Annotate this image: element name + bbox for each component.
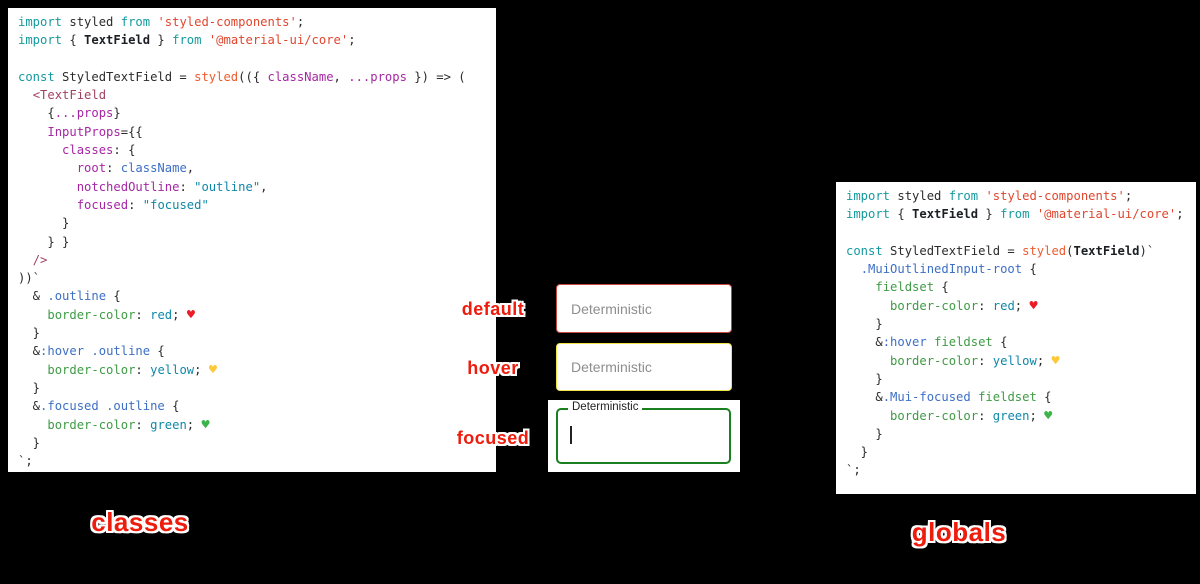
code-line xyxy=(846,224,1186,242)
code-line: const StyledTextField = styled(({ classN… xyxy=(18,69,466,84)
code-line: border-color: red; ♥ xyxy=(890,297,1038,314)
code-line: &:hover .outline { xyxy=(18,344,165,359)
code-line: root: className, xyxy=(76,161,195,176)
textfield-hover-value: Deterministic xyxy=(571,359,652,375)
code-line: } } xyxy=(18,234,70,249)
code-line: {...props} xyxy=(18,106,121,121)
annotation-focused: focused xyxy=(456,428,530,448)
globals-code-block: import styled from 'styled-components'; i… xyxy=(836,182,1196,494)
annotation-default: default xyxy=(461,299,525,319)
code-line: & .outline { xyxy=(18,289,121,304)
code-line: } xyxy=(18,326,41,341)
textfield-focused-label: Deterministic xyxy=(568,401,643,413)
code-line: border-color: red; ♥ xyxy=(47,306,195,323)
code-line: } xyxy=(846,317,883,332)
textfield-focused-panel: Deterministic xyxy=(548,400,740,472)
code-line: ))` xyxy=(18,271,41,286)
code-line: } xyxy=(846,371,883,386)
code-line: InputProps={{ xyxy=(47,124,143,139)
annotation-hover: hover xyxy=(467,358,519,378)
code-line: fieldset { xyxy=(875,280,949,295)
code-line xyxy=(18,50,486,68)
code-line: } xyxy=(18,216,70,231)
code-line: } xyxy=(846,445,869,460)
code-line: `; xyxy=(846,463,861,478)
code-line: import styled from 'styled-components'; xyxy=(18,15,305,29)
code-line: border-color: yellow; ♥ xyxy=(890,352,1060,369)
code-line: import styled from 'styled-components'; xyxy=(846,189,1133,203)
code-line: /> xyxy=(32,252,48,267)
code-line: `; xyxy=(18,454,33,469)
classes-code-block: import styled from 'styled-components'; i… xyxy=(8,8,496,472)
code-line: &:hover fieldset { xyxy=(846,335,1008,350)
code-line: <TextField xyxy=(32,88,107,103)
code-line: } xyxy=(846,426,883,441)
code-line: &.focused .outline { xyxy=(18,399,180,414)
textfield-default[interactable]: Deterministic xyxy=(556,284,732,333)
textfield-hover[interactable]: Deterministic xyxy=(556,343,732,391)
code-line: border-color: green; ♥ xyxy=(47,416,210,433)
code-line: notchedOutline: "outline", xyxy=(76,179,268,194)
code-line: } xyxy=(18,435,41,450)
textfield-focused-box[interactable]: Deterministic xyxy=(556,401,731,464)
caption-globals: globals xyxy=(911,517,1007,547)
code-line: focused: "focused" xyxy=(76,197,209,212)
code-line: border-color: yellow; ♥ xyxy=(47,361,217,378)
text-caret xyxy=(570,426,572,444)
code-line: .MuiOutlinedInput-root { xyxy=(860,262,1037,277)
code-line: import { TextField } from '@material-ui/… xyxy=(846,207,1184,222)
caption-classes: classes xyxy=(91,507,189,537)
code-line: &.Mui-focused fieldset { xyxy=(846,390,1052,405)
code-line: border-color: green; ♥ xyxy=(890,407,1053,424)
code-line: import { TextField } from '@material-ui/… xyxy=(18,33,356,48)
code-line: classes: { xyxy=(62,143,136,158)
code-line: const StyledTextField = styled(TextField… xyxy=(846,243,1155,258)
textfield-default-value: Deterministic xyxy=(571,300,652,317)
code-line: } xyxy=(18,380,41,395)
